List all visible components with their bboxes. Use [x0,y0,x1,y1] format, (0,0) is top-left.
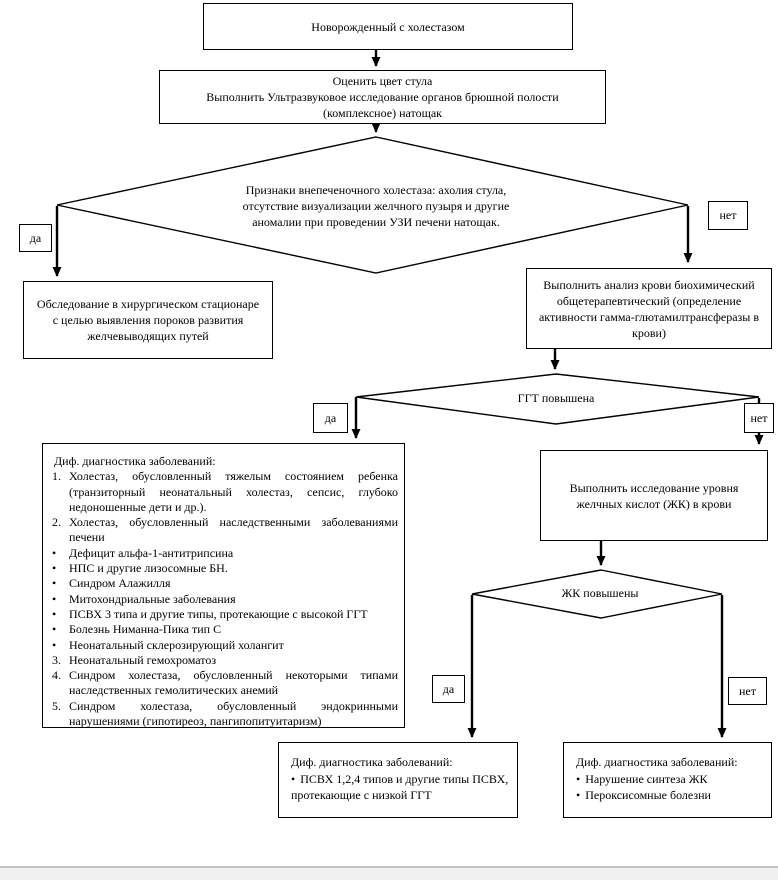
decision-ggt-label: ГГТ повышена [476,390,636,406]
list-text: ПСВХ 1,2,4 типов и другие типы ПСВХ, про… [291,771,509,803]
decision-diamond-bile [471,569,723,619]
node-blood-test: Выполнить анализ крови биохимический общ… [526,268,772,349]
list-text: Синдром холестаза, обусловленный эндокри… [69,698,398,729]
list-item: • ПСВХ 3 типа и другие типы, протекающие… [52,607,398,622]
list-text: Синдром холестаза, обусловленный некотор… [69,668,398,698]
node-text: Выполнить исследование уровня [569,480,739,495]
branch-label-yes-3: да [432,675,465,703]
list-item: • Болезнь Ниманна-Пика тип С [52,622,398,637]
node-text: Новорожденный с холестазом [311,19,465,34]
list-title: Диф. диагностика заболеваний: [54,454,216,468]
node-text: Обследование в хирургическом стационаре [36,297,260,311]
list-text: Неонатальный склерозирующий холангит [69,637,284,652]
decision-bile-label: ЖК повышены [520,585,680,601]
decision-diamond-ggt [355,373,760,425]
list-item: • Дефицит альфа-1-антитрипсина [52,546,398,561]
branch-label-text: нет [719,208,737,222]
branch-label-text: нет [739,683,756,698]
node-text: Выполнить анализ крови биохимический [543,277,755,292]
list-text: Холестаз, обусловленный наследственными … [69,515,398,545]
list-marker: • [52,591,57,606]
branch-label-text: нет [750,410,768,425]
node-assess: Оценить цвет стула Выполнить Ультразвуко… [159,70,606,124]
list-item: • Митохондриальные заболевания [52,592,398,607]
list-marker: • [52,606,57,621]
list-text: Дефицит альфа-1-антитрипсина [69,545,234,560]
node-surgical: Обследование в хирургическом стационаре … [23,281,273,359]
list-item: 1. Холестаз, обусловленный тяжелым состо… [52,469,398,515]
list-text: Холестаз, обусловленный тяжелым состояни… [69,469,398,514]
list-marker: 2. [52,515,61,530]
list-item: 3. Неонатальный гемохроматоз [52,653,398,668]
decision-text: ЖК повышены [561,586,639,600]
list-marker: 4. [52,668,61,683]
decision-text: ГГТ повышена [517,391,595,405]
branch-label-text: да [29,230,42,245]
list-text: Неонатальный гемохроматоз [69,652,217,667]
list-item: 5. Синдром холестаза, обусловленный эндо… [52,699,398,730]
node-diff-bile-normal: Диф. диагностика заболеваний: • Нарушение… [563,742,772,818]
node-text: (комплексное) натощак [323,106,442,120]
node-start: Новорожденный с холестазом [203,3,573,50]
list-marker: • [52,561,57,576]
node-text: активности гамма-глютамилтрансферазы в [538,309,760,324]
node-text: общетерапевтический (определение [556,293,742,308]
list-marker: • [52,637,57,652]
branch-label-text: да [324,410,337,425]
branch-label-yes-1: да [19,224,52,252]
list-title: Диф. диагностика заболеваний: [291,755,453,769]
decision-text: отсутствие визуализации желчного пузыря … [242,199,510,213]
list-marker: • [576,771,581,786]
list-marker: 1. [52,469,61,484]
list-text: Болезнь Ниманна-Пика тип С [69,622,222,637]
list-item: • Неонатальный склерозирующий холангит [52,638,398,653]
node-text: крови) [632,325,666,340]
list-marker: 5. [52,698,61,713]
list-item: • Пероксисомные болезни [576,787,763,804]
status-bar [0,866,778,880]
decision-text: аномалии при проведении УЗИ печени натощ… [252,215,500,229]
branch-label-no-2: нет [744,403,774,433]
branch-label-no-3: нет [728,677,767,705]
list-text: Пероксисомные болезни [585,788,711,802]
decision-diamond-extrahepatic [56,136,689,274]
branch-label-text: да [442,681,455,696]
list-item: • НПС и другие лизосомные БН. [52,561,398,576]
list-item: • Нарушение синтеза ЖК [576,771,763,788]
list-marker: 3. [52,652,61,667]
list-text: Синдром Алажилля [69,576,171,591]
node-text: с целью выявления пороков развития [52,313,244,327]
node-diff-low-ggt: Диф. диагностика заболеваний: •ПСВХ 1,2,… [278,742,518,818]
list-item: • Синдром Алажилля [52,576,398,591]
decision-extrahepatic-label: Признаки внепеченочного холестаза: ахоли… [196,182,556,230]
branch-label-no-1: нет [708,201,748,230]
list-item: •ПСВХ 1,2,4 типов и другие типы ПСВХ, пр… [291,771,509,804]
list-marker: • [291,771,296,786]
node-text: Выполнить Ультразвуковое исследование ор… [206,90,559,104]
node-text: желчевыводящих путей [87,329,209,343]
node-bile-acids: Выполнить исследование уровня желчных ки… [540,450,768,541]
list-title: Диф. диагностика заболеваний: [576,755,738,769]
list-text: Митохондриальные заболевания [69,591,236,606]
decision-text: Признаки внепеченочного холестаза: ахоли… [245,183,507,197]
node-text: желчных кислот (ЖК) в крови [576,496,732,511]
branch-label-yes-2: да [313,403,348,433]
list-text: Нарушение синтеза ЖК [585,771,708,786]
node-text: Оценить цвет стула [332,74,433,88]
list-marker: • [52,545,57,560]
list-marker: • [52,622,57,637]
node-diff-high-ggt: Диф. диагностика заболеваний: 1. Холеста… [42,443,405,728]
list-marker: • [52,576,57,591]
list-text: НПС и другие лизосомные БН. [69,561,228,576]
list-item: 2. Холестаз, обусловленный наследственны… [52,515,398,546]
list-text: ПСВХ 3 типа и другие типы, протекающие с… [69,606,368,621]
list-marker: • [576,788,581,802]
list-item: 4. Синдром холестаза, обусловленный неко… [52,668,398,699]
